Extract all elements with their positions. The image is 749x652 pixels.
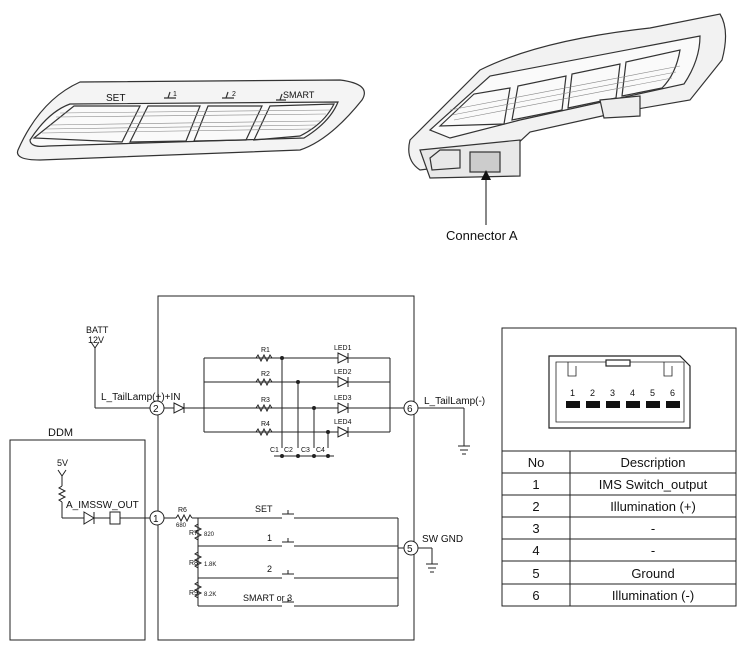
- module-label-seat2: 2: [232, 91, 236, 98]
- connector-pin-number-2: 2: [590, 388, 595, 398]
- imssw-out-label: A_IMSSW_OUT: [66, 500, 139, 511]
- switch-box: [157, 295, 415, 641]
- batt-voltage-label: 12V: [88, 335, 104, 345]
- switch-module-labels: SET 1 2 SMART: [106, 90, 315, 104]
- schematic-labels: BATT 12V L_TailLamp(+)+IN L_TailLamp(-) …: [48, 325, 485, 603]
- resistors-led: [255, 353, 273, 437]
- resistor-value-r9: 8.2K: [204, 592, 216, 598]
- led-label-1: LED1: [334, 345, 352, 352]
- pin-label-6: 6: [407, 404, 413, 415]
- module-label-seat1: 1: [173, 91, 177, 98]
- table-cell-no: 6: [532, 588, 539, 603]
- led-label-3: LED3: [334, 395, 352, 402]
- seat-memory-2-icon: [222, 91, 234, 99]
- module-label-set: SET: [106, 93, 125, 104]
- connector-pin-number-1: 1: [570, 388, 575, 398]
- led-label-2: LED2: [334, 369, 352, 376]
- pinout-table-text: No Description 1 IMS Switch_output 2 Ill…: [528, 455, 708, 603]
- smart-seat-icon: [276, 93, 286, 101]
- connector-pin-slots: [566, 401, 680, 408]
- table-cell-no: 3: [532, 521, 539, 536]
- pin-label-5: 5: [407, 544, 413, 555]
- pin-label-2: 2: [153, 404, 159, 415]
- connector-panel: 1 2 3 4 5 6 No Description 1 IMS Switch_…: [501, 327, 737, 607]
- sw-gnd-label: SW GND: [422, 534, 463, 545]
- table-cell-description: -: [651, 521, 655, 536]
- table-cell-no: 5: [532, 566, 539, 581]
- resistor-label-r6: R6: [178, 507, 187, 514]
- module-label-smart: SMART: [283, 90, 315, 100]
- table-header-description: Description: [620, 455, 685, 470]
- resistor-label-r1: R1: [261, 347, 270, 354]
- ddm-label: DDM: [48, 427, 73, 439]
- table-cell-no: 1: [532, 477, 539, 492]
- leds: [337, 352, 350, 438]
- resistor-label-r2: R2: [261, 371, 270, 378]
- batt-label: BATT: [86, 325, 109, 335]
- resistor-label-r7: R7: [189, 530, 198, 537]
- pin-6-marker: [403, 400, 419, 416]
- connector-pin-number-5: 5: [650, 388, 655, 398]
- schematic: [9, 295, 470, 641]
- vcc-label: 5V: [57, 458, 68, 468]
- table-cell-description: Illumination (+): [610, 499, 696, 514]
- seat-memory-1-icon: [164, 91, 176, 99]
- resistor-label-r3: R3: [261, 397, 270, 404]
- switch-label-set: SET: [255, 504, 273, 514]
- pin-2-marker: [149, 400, 165, 416]
- resistor-label-r8: R8: [189, 560, 198, 567]
- connector-pin-number-3: 3: [610, 388, 615, 398]
- table-cell-description: Ground: [631, 566, 674, 581]
- pinout-table: [501, 450, 737, 607]
- cap-label-4: C4: [316, 447, 325, 454]
- tail-in-label: L_TailLamp(+)+IN: [101, 392, 180, 403]
- tail-out-label: L_TailLamp(-): [424, 396, 485, 407]
- connector-pin-number-4: 4: [630, 388, 635, 398]
- resistor-value-r8: 1.8K: [204, 562, 216, 568]
- connector-a-label: Connector A: [446, 228, 518, 243]
- table-cell-description: Illumination (-): [612, 588, 694, 603]
- pin-5-marker: [403, 540, 419, 556]
- pin-1-marker: [149, 510, 165, 526]
- table-header-no: No: [528, 455, 545, 470]
- table-cell-no: 2: [532, 499, 539, 514]
- connector-callout: Connector A: [446, 170, 518, 243]
- cap-label-3: C3: [301, 447, 310, 454]
- pin-label-1: 1: [153, 514, 159, 525]
- switch-module-rear: [408, 13, 727, 179]
- table-cell-no: 4: [532, 543, 539, 558]
- switch-contacts: [278, 510, 398, 607]
- cap-label-2: C2: [284, 447, 293, 454]
- resistor-value-r6: 680: [176, 523, 187, 529]
- led-label-4: LED4: [334, 419, 352, 426]
- ddm-box: [9, 439, 146, 641]
- switch-label-1: 1: [267, 533, 272, 543]
- connector-pin-number-6: 6: [670, 388, 675, 398]
- table-cell-description: IMS Switch_output: [599, 477, 708, 492]
- switch-label-2: 2: [267, 564, 272, 574]
- resistor-label-r9: R9: [189, 590, 198, 597]
- table-cell-description: -: [651, 543, 655, 558]
- resistor-label-r4: R4: [261, 421, 270, 428]
- resistor-value-r7: 820: [204, 532, 215, 538]
- switch-label-smart: SMART or 3: [243, 593, 292, 603]
- cap-label-1: C1: [270, 447, 279, 454]
